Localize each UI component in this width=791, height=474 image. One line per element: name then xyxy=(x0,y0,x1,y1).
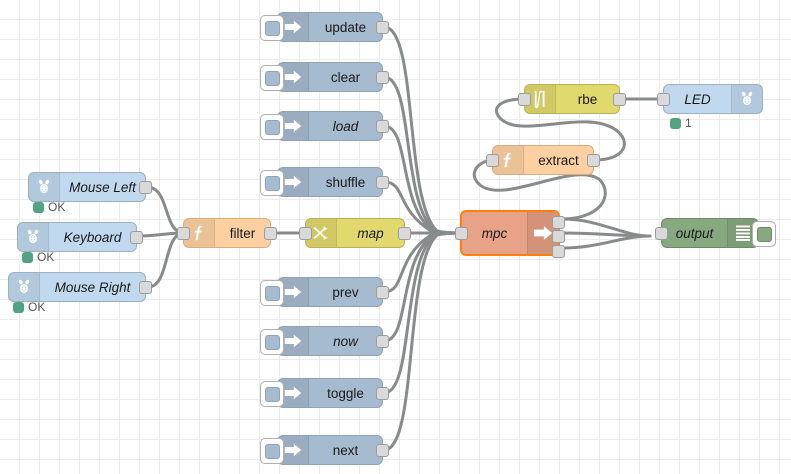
node-rbe[interactable]: rbe xyxy=(518,84,626,114)
output-port[interactable] xyxy=(376,120,389,133)
output-port-3[interactable] xyxy=(552,245,565,258)
node-inject-update[interactable]: update xyxy=(260,12,389,42)
node-output-debug[interactable]: output xyxy=(655,218,776,248)
node-label: toggle xyxy=(327,385,364,401)
debug-button-square xyxy=(756,226,772,242)
node-label: output xyxy=(675,225,714,241)
output-port[interactable] xyxy=(613,93,626,106)
output-port[interactable] xyxy=(130,231,143,244)
output-port[interactable] xyxy=(376,71,389,84)
node-led[interactable]: LED xyxy=(657,84,763,114)
status-mouse-right: OK xyxy=(13,301,45,313)
output-port[interactable] xyxy=(376,335,389,348)
input-port[interactable] xyxy=(657,93,670,106)
node-label: rbe xyxy=(577,91,598,107)
node-label: update xyxy=(324,19,367,35)
status-text: OK xyxy=(28,300,46,314)
inject-trigger-button[interactable] xyxy=(260,329,284,355)
raspberry-pi-icon xyxy=(9,273,40,301)
node-label: prev xyxy=(332,284,359,300)
output-port-2[interactable] xyxy=(552,230,565,243)
node-label: next xyxy=(332,442,359,458)
inject-trigger-button[interactable] xyxy=(260,114,284,140)
inject-button-square xyxy=(264,119,280,135)
debug-toggle-button[interactable] xyxy=(752,221,776,247)
node-label: LED xyxy=(684,91,711,107)
inject-trigger-button[interactable] xyxy=(260,65,284,91)
output-port[interactable] xyxy=(376,176,389,189)
input-port[interactable] xyxy=(177,227,190,240)
input-port[interactable] xyxy=(655,227,668,240)
output-port-1[interactable] xyxy=(552,216,565,229)
inject-trigger-button[interactable] xyxy=(260,381,284,407)
node-label: Keyboard xyxy=(63,229,122,245)
node-label: clear xyxy=(330,69,361,85)
node-label: mpc xyxy=(481,225,508,241)
status-text: OK xyxy=(37,250,55,264)
inject-trigger-button[interactable] xyxy=(260,170,284,196)
raspberry-pi-icon xyxy=(29,173,60,201)
inject-trigger-button[interactable] xyxy=(260,280,284,306)
node-mouse-right[interactable]: Mouse Right xyxy=(8,272,152,302)
status-keyboard: OK xyxy=(22,251,54,263)
node-label: now xyxy=(333,333,358,349)
input-port[interactable] xyxy=(299,227,312,240)
node-label: Mouse Right xyxy=(54,279,131,295)
raspberry-pi-icon xyxy=(18,223,49,251)
node-inject-load[interactable]: load xyxy=(260,111,389,141)
inject-button-square xyxy=(264,285,280,301)
inject-button-square xyxy=(264,334,280,350)
node-label: Mouse Left xyxy=(69,179,136,195)
step-function-icon xyxy=(525,85,556,113)
node-mpc[interactable]: mpc xyxy=(455,210,565,258)
status-text: 1 xyxy=(685,116,692,130)
node-label: extract xyxy=(538,152,579,168)
status-mouse-left: OK xyxy=(33,201,65,213)
output-port[interactable] xyxy=(398,227,411,240)
output-port[interactable] xyxy=(139,281,152,294)
output-port[interactable] xyxy=(376,286,389,299)
inject-button-square xyxy=(264,443,280,459)
inject-trigger-button[interactable] xyxy=(260,15,284,41)
output-port[interactable] xyxy=(139,181,152,194)
node-map[interactable]: map xyxy=(299,218,411,248)
inject-button-square xyxy=(264,20,280,36)
inject-trigger-button[interactable] xyxy=(260,438,284,464)
node-label: load xyxy=(332,118,359,134)
raspberry-pi-icon xyxy=(731,85,762,113)
inject-button-square xyxy=(264,70,280,86)
output-port[interactable] xyxy=(587,154,600,167)
node-label: filter xyxy=(229,225,256,241)
input-port[interactable] xyxy=(455,227,468,240)
input-port[interactable] xyxy=(518,93,531,106)
node-inject-next[interactable]: next xyxy=(260,435,389,465)
input-port[interactable] xyxy=(486,154,499,167)
output-port[interactable] xyxy=(264,227,277,240)
node-inject-prev[interactable]: prev xyxy=(260,277,389,307)
node-label: map xyxy=(357,225,384,241)
inject-button-square xyxy=(264,386,280,402)
node-filter[interactable]: filter xyxy=(177,218,277,248)
output-port[interactable] xyxy=(376,387,389,400)
node-inject-toggle[interactable]: toggle xyxy=(260,378,389,408)
status-dot xyxy=(22,251,33,263)
node-mouse-left[interactable]: Mouse Left xyxy=(28,172,152,202)
node-inject-clear[interactable]: clear xyxy=(260,62,389,92)
node-label: shuffle xyxy=(325,174,366,190)
node-keyboard[interactable]: Keyboard xyxy=(17,222,143,252)
node-inject-now[interactable]: now xyxy=(260,326,389,356)
inject-arrow-icon xyxy=(278,13,309,41)
node-extract[interactable]: extract xyxy=(486,145,600,175)
status-dot xyxy=(33,201,44,213)
status-dot xyxy=(670,117,681,129)
output-port[interactable] xyxy=(376,444,389,457)
output-port[interactable] xyxy=(376,21,389,34)
status-dot xyxy=(13,301,24,313)
status-led: 1 xyxy=(670,117,692,129)
node-inject-shuffle[interactable]: shuffle xyxy=(260,167,389,197)
status-text: OK xyxy=(48,200,66,214)
inject-button-square xyxy=(264,175,280,191)
